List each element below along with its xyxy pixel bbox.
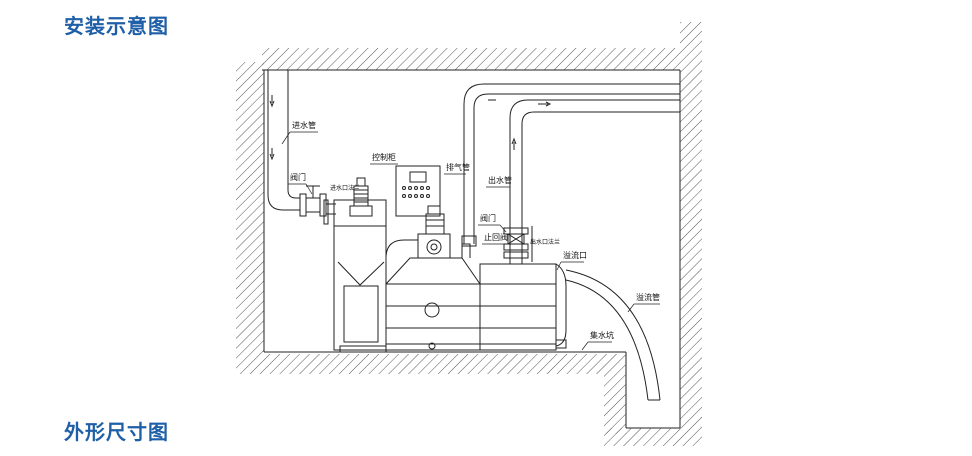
floor-slab [236,354,604,374]
outline-dimensions-heading: 外形尺寸图 [64,420,169,444]
label-overflow-pipe: 溢流管 [636,292,660,302]
install-diagram-heading: 安装示意图 [64,14,169,38]
label-vent-pipe: 排气管 [446,162,470,172]
pump-tank-left [333,177,387,353]
right-wall [680,22,702,428]
label-valve-right: 阀门 [480,213,496,223]
label-outlet-pipe: 出水管 [488,175,512,185]
control-cabinet [395,165,441,217]
label-sump: 集水坑 [590,330,614,340]
label-check-valve: 止回阀 [484,232,508,242]
pump-tank-right [479,263,567,351]
vent-pipe [461,83,680,247]
label-outlet-port: 出水口法兰 [530,238,560,246]
label-overflow-port: 溢流口 [563,250,587,260]
overflow-pipe [565,269,661,401]
inlet-pipe [267,70,336,225]
label-control-cabinet: 控制柜 [372,152,396,162]
left-wall [236,62,264,354]
ceiling-slab [262,48,680,70]
label-inlet-pipe: 进水管 [292,120,316,130]
label-inlet-port: 进水口法兰 [330,184,360,192]
pump-tank-center [385,205,481,351]
outlet-pipe [503,99,680,264]
labels: 进水管 阀门 进水口法兰 控制柜 排气管 出水管 阀门 止回阀 出水口法兰 溢流… [281,120,660,351]
label-valve-left: 阀门 [290,172,306,182]
building-structure [236,22,702,446]
